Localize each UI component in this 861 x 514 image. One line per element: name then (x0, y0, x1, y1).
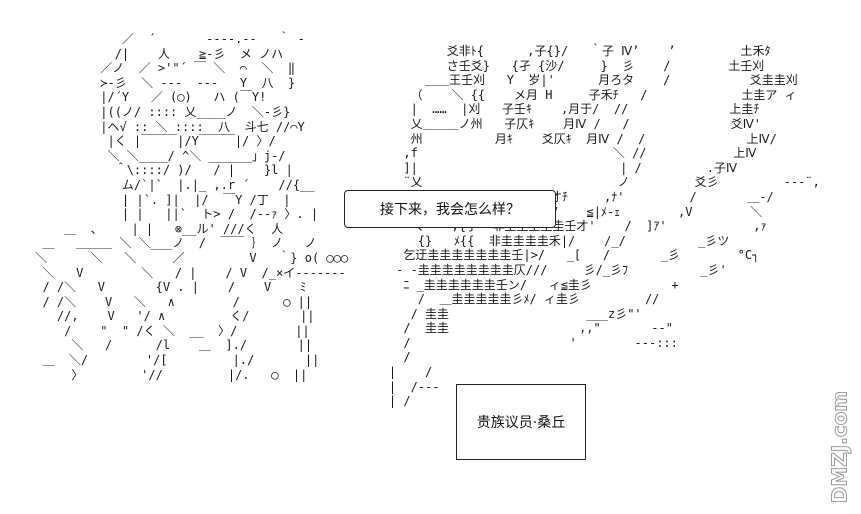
dmzj-logo-icon: DMZJ.com (827, 392, 852, 502)
nameplate-text: 贵族议员·桑丘 (476, 415, 566, 431)
speech-text: 接下来，我会怎么样？ (380, 202, 520, 218)
nameplate-box: 贵族议员·桑丘 (456, 384, 586, 460)
speech-bubble: 接下来，我会怎么样？ (344, 190, 556, 228)
watermark-text: DMZJ.com (828, 392, 852, 502)
watermark-logo: DMZJ.com (826, 392, 856, 502)
ascii-art-figure: ／ ´ ‐‐‐‐.‐‐ ｀ - /| 人 ≧‐彡 メ ノハ ／ノ ／ >'"´ … (35, 32, 349, 382)
